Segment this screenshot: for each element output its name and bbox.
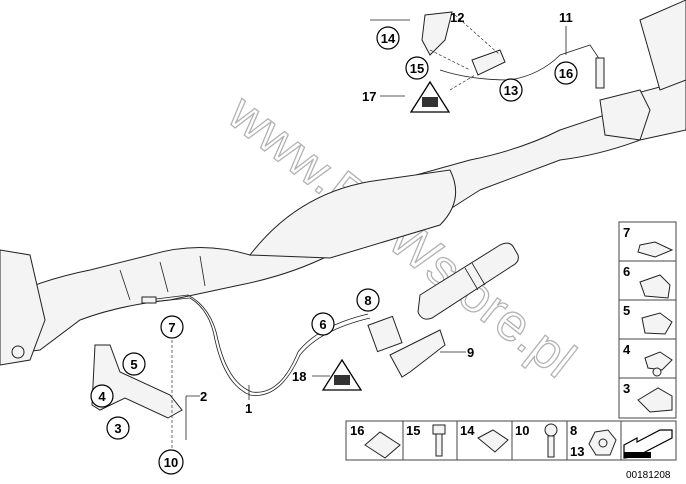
parts-grid-right: 7 6 5 4 3 (618, 221, 677, 419)
diagram-code: 00181208 (626, 470, 671, 481)
leader-lines (171, 19, 567, 450)
svg-text:3: 3 (623, 381, 630, 396)
callout-14[interactable]: 14 (376, 26, 400, 50)
grid-item-14[interactable]: 14 (460, 423, 509, 453)
bracket (91, 344, 183, 419)
callout-6[interactable]: 6 (311, 312, 335, 336)
warning-label-17 (409, 80, 451, 113)
callout-16[interactable]: 16 (554, 61, 578, 85)
label-17[interactable]: 17 (362, 89, 376, 104)
warning-label-18 (321, 358, 363, 391)
svg-text:14: 14 (460, 423, 475, 438)
label-11[interactable]: 11 (559, 10, 573, 25)
grid-item-8-13[interactable]: 813 (570, 423, 617, 459)
svg-text:8: 8 (570, 423, 577, 438)
grid-item-4[interactable]: 4 (623, 342, 673, 377)
label-2[interactable]: 2 (200, 389, 207, 404)
grid-item-3[interactable]: 3 (623, 381, 673, 413)
svg-text:10: 10 (515, 423, 529, 438)
svg-text:3: 3 (114, 421, 121, 436)
callout-3[interactable]: 3 (106, 416, 130, 440)
svg-text:4: 4 (98, 389, 106, 404)
arrow-icon (623, 429, 673, 459)
svg-text:10: 10 (164, 455, 178, 470)
grid-item-5[interactable]: 5 (623, 303, 673, 335)
svg-text:14: 14 (381, 31, 396, 46)
label-12[interactable]: 12 (450, 10, 464, 25)
grid-item-15[interactable]: 15 (406, 423, 446, 457)
callout-4[interactable]: 4 (90, 384, 114, 408)
exhaust-pipe-assembly (0, 0, 686, 366)
svg-text:7: 7 (623, 225, 630, 240)
grid-item-6[interactable]: 6 (623, 264, 671, 299)
svg-text:6: 6 (319, 317, 326, 332)
svg-text:15: 15 (406, 423, 420, 438)
svg-text:5: 5 (130, 357, 137, 372)
svg-text:13: 13 (570, 444, 584, 459)
svg-text:16: 16 (559, 66, 573, 81)
svg-text:5: 5 (623, 303, 630, 318)
callout-7[interactable]: 7 (160, 315, 184, 339)
callout-13[interactable]: 13 (499, 78, 523, 102)
oxygen-sensor-cables (141, 44, 605, 396)
parts-grid-bottom: 16 15 14 10 813 (345, 420, 677, 461)
label-9[interactable]: 9 (467, 345, 474, 360)
grid-item-16[interactable]: 16 (350, 423, 401, 459)
sensor-module (421, 11, 506, 91)
callout-5[interactable]: 5 (122, 352, 146, 376)
label-1[interactable]: 1 (245, 401, 252, 416)
label-18[interactable]: 18 (292, 369, 306, 384)
svg-text:16: 16 (350, 423, 364, 438)
grid-item-10[interactable]: 10 (515, 423, 558, 458)
callout-10[interactable]: 10 (158, 449, 184, 475)
rear-silencer (417, 242, 519, 320)
callout-8[interactable]: 8 (356, 288, 380, 312)
grid-item-7[interactable]: 7 (623, 225, 674, 258)
svg-text:7: 7 (168, 320, 175, 335)
svg-text:13: 13 (504, 83, 518, 98)
svg-text:8: 8 (364, 293, 371, 308)
svg-text:15: 15 (410, 61, 424, 76)
svg-text:6: 6 (623, 264, 630, 279)
svg-text:4: 4 (623, 342, 631, 357)
control-unit-bracket (367, 315, 446, 378)
callout-15[interactable]: 15 (405, 56, 429, 80)
